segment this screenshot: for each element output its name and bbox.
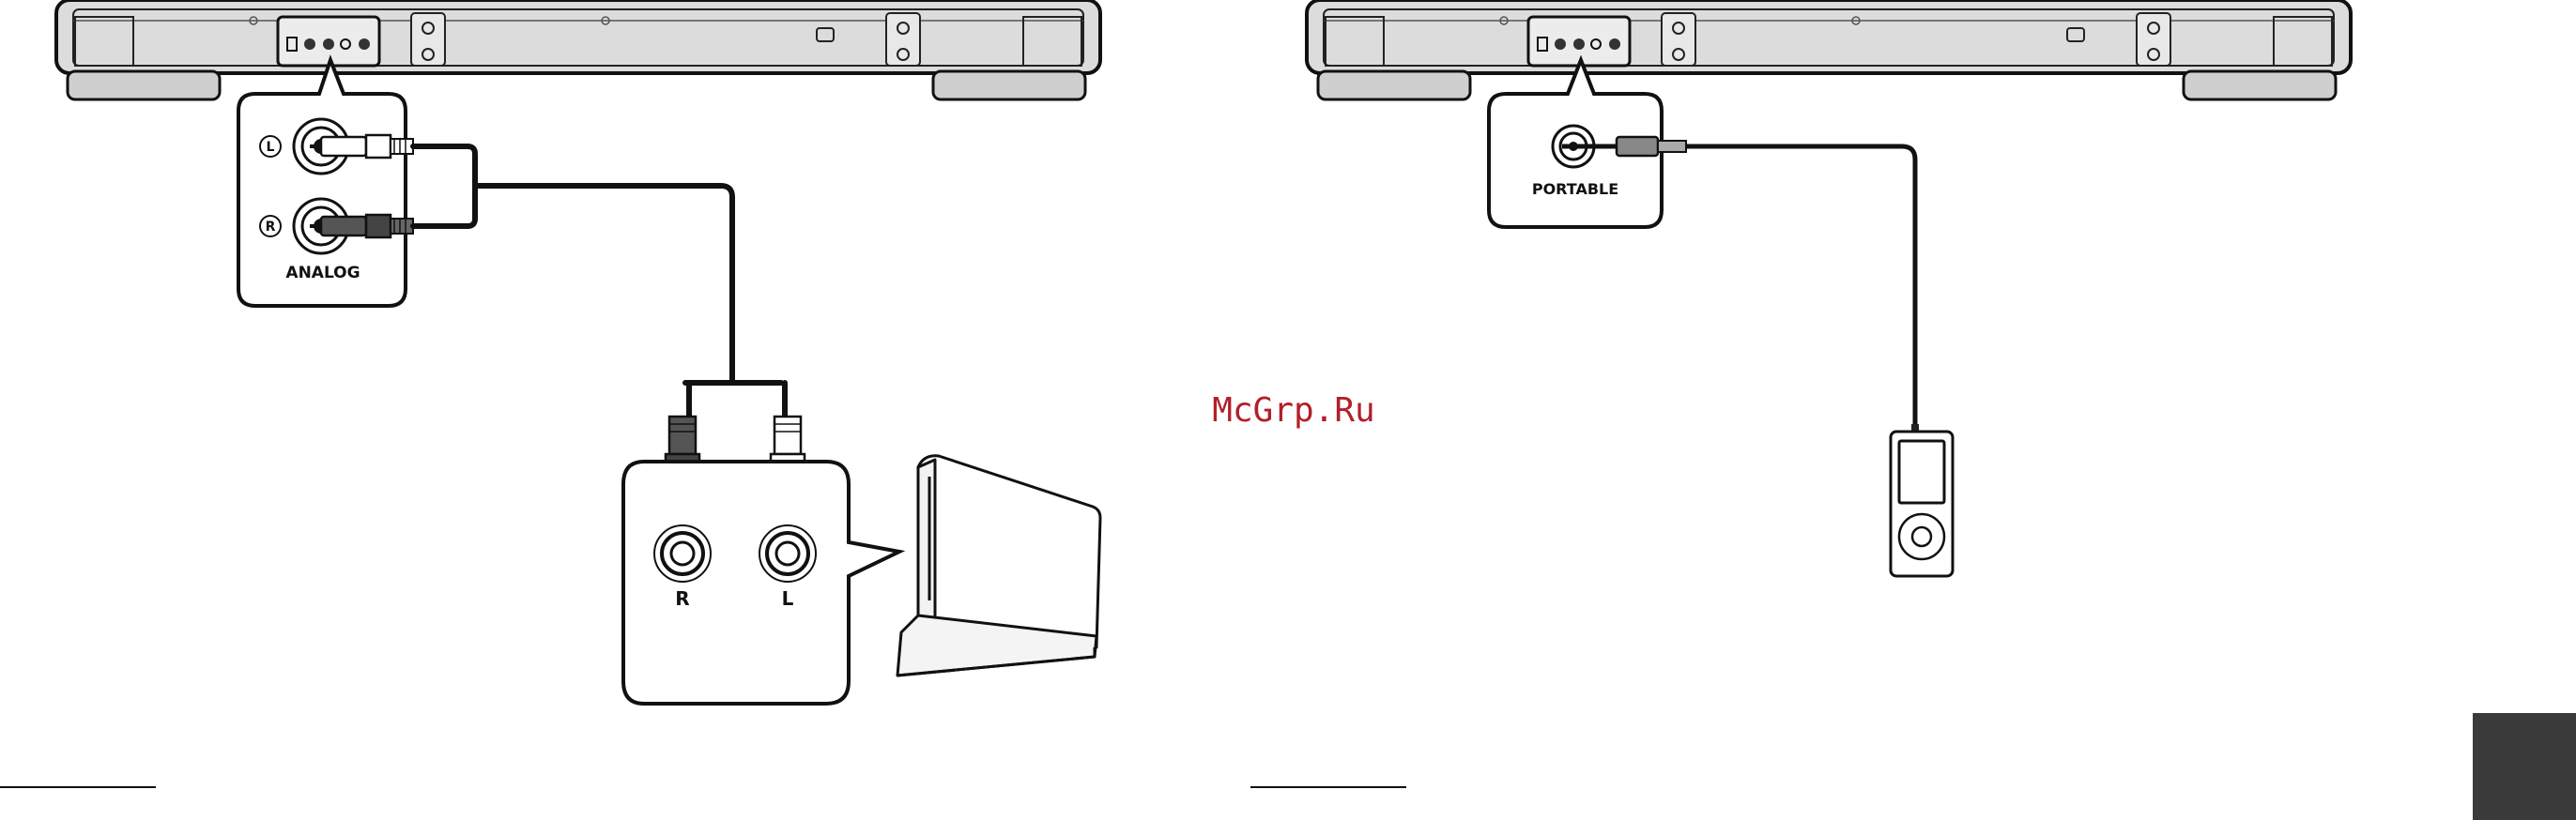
rca-plug-red-bottom: [310, 215, 413, 237]
game-console-illustration: [897, 456, 1100, 676]
right-diagram: PORTABLE: [1250, 0, 2351, 787]
jack-right-marker: R: [266, 220, 276, 235]
portable-label: PORTABLE: [1532, 180, 1618, 198]
watermark: McGrp.Ru: [1212, 391, 1374, 430]
source-right-label: R: [675, 587, 689, 610]
left-diagram: L R ANALOG: [0, 0, 1100, 787]
source-jack-left: [759, 525, 816, 582]
jack-left-marker: L: [267, 140, 275, 155]
audio-cable-right: [1686, 146, 1915, 430]
soundbar-left: [56, 0, 1100, 99]
source-output-panel: R L: [623, 462, 899, 704]
source-left-label: L: [782, 587, 794, 610]
audio-cable-left: [413, 146, 785, 420]
portable-player-illustration: [1891, 424, 1953, 576]
analog-input-panel: L R ANALOG: [238, 60, 406, 306]
rca-plug-white-top: [310, 135, 413, 158]
analog-label: ANALOG: [285, 264, 360, 282]
soundbar-right: [1307, 0, 2351, 99]
source-jack-right: [654, 525, 711, 582]
page-corner-tab: [2473, 713, 2576, 820]
